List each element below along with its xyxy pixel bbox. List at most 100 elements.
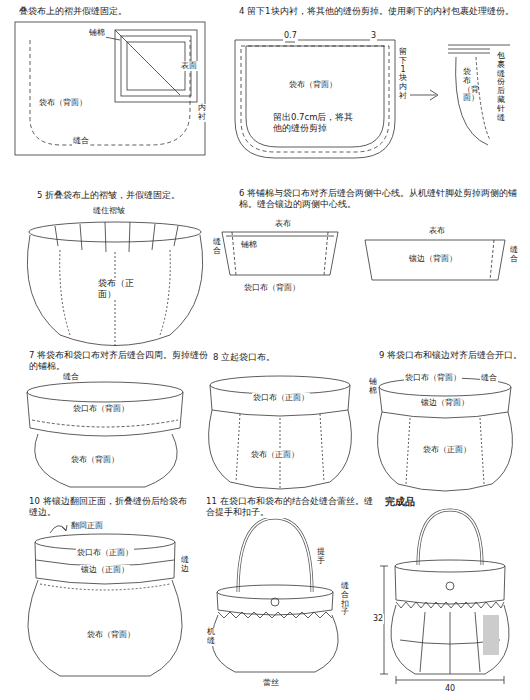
band-rim	[395, 560, 505, 572]
stitch-line	[476, 57, 490, 140]
step-instruction: 5 折叠袋布上的褶皱，并假缝固定。	[36, 190, 218, 201]
stitch-line	[490, 240, 494, 280]
bag-body	[378, 412, 513, 491]
band-rim	[27, 382, 183, 402]
handle	[238, 518, 312, 592]
part-label: 缝合	[480, 373, 498, 383]
part-label: 蕾丝	[262, 678, 280, 688]
part-label: 缝合	[509, 246, 519, 264]
stitch-line	[324, 232, 328, 275]
part-label: 32	[372, 614, 384, 624]
lace	[396, 602, 504, 608]
fold-layer	[115, 30, 197, 102]
arrow	[410, 95, 436, 96]
fabric-edge	[448, 45, 510, 46]
part-label: 缝住褶皱	[92, 206, 126, 216]
part-label: 缝边	[180, 556, 190, 574]
stitch-line	[30, 40, 190, 145]
part-label: 袋布（正面）	[422, 445, 472, 455]
part-label: 袋口布（背面）	[404, 373, 462, 383]
part-label: 缝合	[72, 136, 90, 146]
stitch-line	[241, 46, 389, 152]
step-instruction: 留出0.7cm后，将其他的缝份剪掉	[272, 112, 356, 134]
part-label: 铺棉	[88, 28, 106, 38]
bag-body	[209, 410, 352, 489]
bag-piece	[235, 40, 395, 158]
step-instruction: 4 留下1块内衬，将其他的缝份剪掉。使用剩下的内衬包裹处理缝份。	[238, 6, 520, 17]
seam	[60, 250, 171, 348]
patch-shade	[483, 615, 499, 655]
part-label: 袋布（背面）	[86, 630, 136, 640]
part-label: 缝合	[62, 372, 80, 382]
seam	[406, 418, 484, 484]
heading-label: 完成品	[384, 496, 416, 508]
arrow-head	[62, 525, 67, 531]
strip	[365, 240, 505, 280]
lace	[218, 612, 332, 618]
band	[379, 387, 511, 418]
stitch-line	[40, 584, 170, 590]
stitch-line	[232, 232, 236, 275]
part-label: 袋布（背面）	[70, 455, 120, 465]
bag-body	[391, 605, 509, 674]
band	[210, 385, 350, 416]
band	[217, 592, 333, 615]
step-instruction: 10 将镶边翻回正面，折叠缝份后给袋布缝边。	[28, 496, 195, 518]
band	[35, 542, 175, 584]
part-label: 袋布（正面）	[250, 450, 300, 460]
trim-line	[246, 46, 384, 147]
part-label: 机缝	[206, 628, 216, 646]
pleat	[55, 222, 178, 252]
step-instruction: 9 将袋口布和镶边对齐后缝合开口。	[378, 350, 525, 361]
batting-edge	[226, 236, 334, 237]
part-label: 袋布（背面）	[38, 98, 88, 108]
handle	[238, 518, 312, 592]
part-label: 表布	[428, 226, 446, 236]
part-label: 袋布（背面）	[288, 80, 338, 90]
step-instruction: 袋布（正面）	[97, 278, 137, 300]
bag-body	[28, 580, 182, 676]
part-label: 缝合扣子	[340, 582, 350, 617]
part-label: 40	[444, 684, 456, 694]
band	[395, 566, 505, 604]
fold-layer	[127, 42, 185, 90]
arrow-head	[430, 90, 438, 100]
part-label: 袋口布（正面）	[76, 548, 134, 558]
patch-seam	[400, 612, 500, 674]
step-instruction: 叠袋布上的褶并假缝固定。	[18, 6, 210, 17]
part-label: 袋口布（正面）	[252, 393, 310, 403]
part-label: 表面	[180, 61, 198, 71]
dim-tick	[285, 42, 295, 43]
step-instruction: 6 将铺棉与袋口布对齐后缝合两侧中心线。从机缝针脚处剪掉两侧的铺棉。缝合镶边的两…	[238, 188, 522, 210]
part-label: 袋布（背面）	[462, 68, 472, 103]
step-instruction: 7 将袋布和袋口布对齐后缝合四周。剪掉缝份的铺棉。	[28, 350, 210, 372]
step-instruction: 11 在袋口布和袋布的结合处缝合蕾丝。缝合提手和扣子。	[205, 496, 377, 518]
part-label: 表布	[274, 219, 292, 229]
band-rim	[217, 585, 333, 599]
fabric-sheet	[15, 22, 205, 155]
part-label: 3	[370, 31, 377, 41]
part-label: 镶边（背面）	[408, 254, 458, 264]
part-label: 铺棉	[368, 378, 378, 396]
part-label: 袋口布（背面）	[243, 283, 301, 293]
part-label: 留下1块内衬	[398, 48, 408, 101]
stitch-line	[32, 420, 178, 427]
button	[446, 582, 454, 590]
dimension-line	[396, 676, 504, 684]
seam	[236, 414, 324, 490]
handle	[418, 510, 482, 565]
part-label: 提手	[316, 548, 326, 566]
part-label: 0.7	[283, 31, 298, 41]
bag-body	[212, 615, 338, 672]
button	[271, 598, 279, 606]
part-label: 翻回正面	[70, 521, 104, 531]
fold-line	[115, 30, 180, 95]
turn-arrow	[50, 526, 66, 533]
step-instruction: 8 立起袋口布。	[212, 352, 364, 363]
strip	[222, 232, 338, 275]
band-rim	[210, 376, 350, 394]
part-label: 镶边（正面）	[80, 565, 130, 575]
part-label: 内衬	[197, 104, 207, 122]
bag-body	[35, 434, 177, 487]
